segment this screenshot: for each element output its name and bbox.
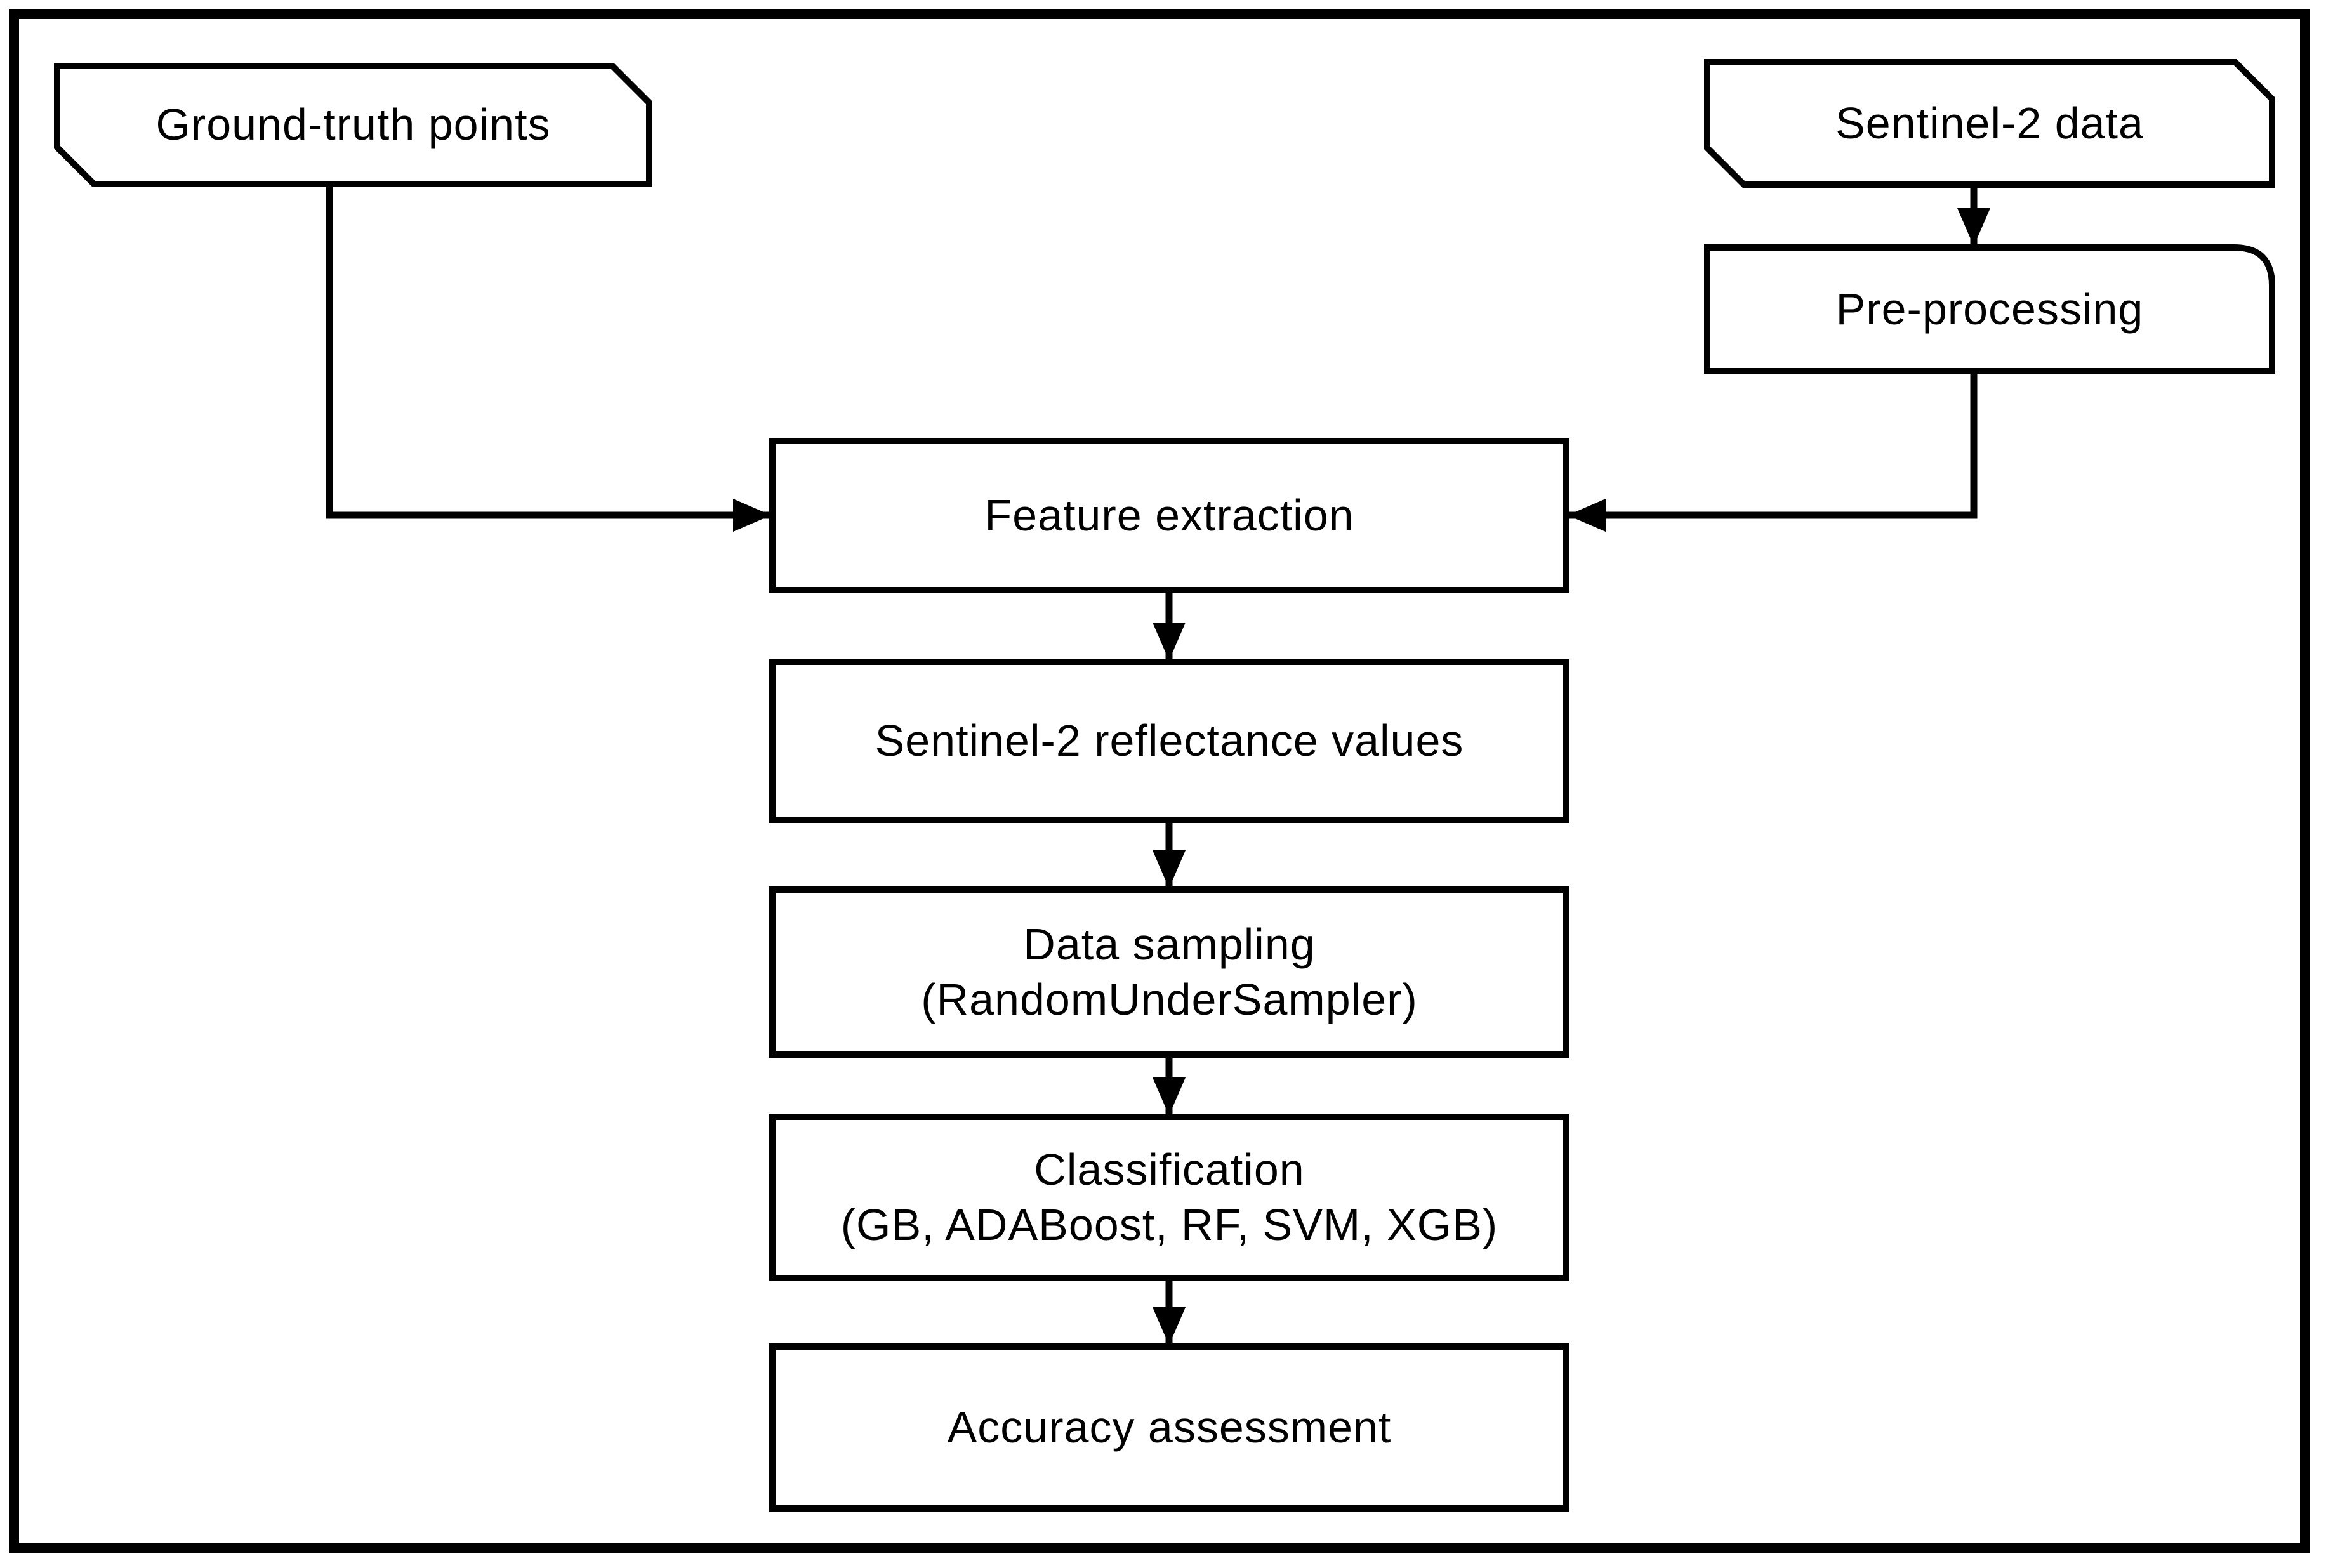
node-data-sampling-shape bbox=[769, 886, 1569, 1058]
node-reflectance-values-shape bbox=[769, 659, 1569, 823]
edge-ground-truth-to-feature-extraction bbox=[326, 184, 771, 532]
node-classification-shape bbox=[769, 1114, 1569, 1281]
node-preprocessing-shape bbox=[1704, 244, 2275, 374]
node-sentinel2-data-shape bbox=[1704, 59, 2275, 188]
node-feature-extraction-shape bbox=[769, 438, 1569, 593]
edge-preprocessing-to-feature-extraction bbox=[1568, 371, 1978, 532]
node-ground-truth-shape bbox=[54, 63, 652, 187]
outer-border bbox=[9, 9, 2310, 1553]
node-accuracy-assessment-shape bbox=[769, 1343, 1569, 1512]
